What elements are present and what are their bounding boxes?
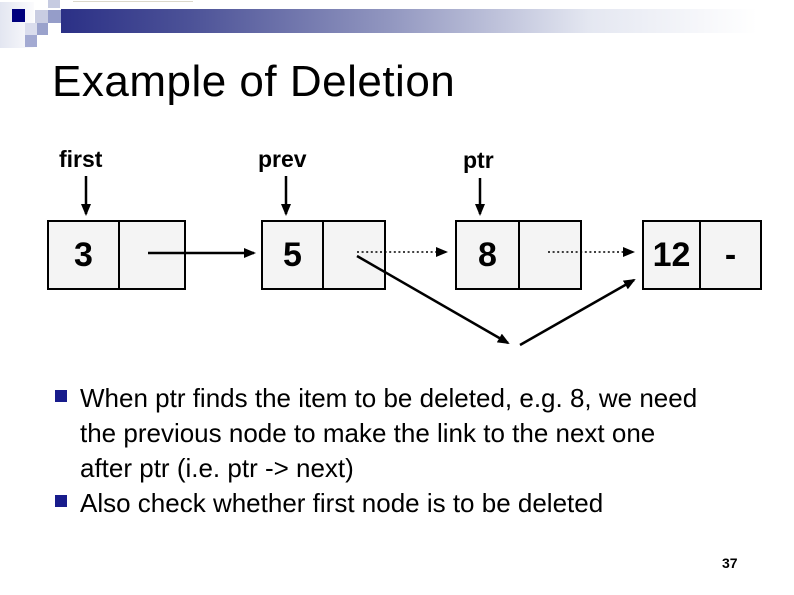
bullet-item: Also check whether first node is to be d…: [46, 486, 786, 521]
node-next-cell: [324, 222, 384, 288]
list-node-1: 3: [47, 220, 186, 290]
deco-square: [35, 10, 48, 23]
deco-square: [48, 10, 61, 23]
deco-square-navy: [12, 9, 25, 22]
list-node-4: 12 -: [642, 220, 762, 290]
node-next-cell: -: [724, 235, 737, 274]
deco-thin-line: [73, 1, 193, 2]
bullet-text: Also check whether first node is to be d…: [80, 488, 604, 518]
pointer-label-prev: prev: [258, 146, 307, 172]
bullet-list: When ptr finds the item to be deleted, e…: [46, 381, 786, 521]
node-next-cell: [520, 222, 580, 288]
deco-square: [48, 0, 60, 8]
page-number: 37: [722, 555, 738, 571]
node-next-cell: [120, 222, 184, 288]
node-data-cell: 8: [457, 222, 520, 288]
node-data-cell: 5: [263, 222, 324, 288]
node-data-cell: 12: [644, 222, 701, 288]
pointer-label-ptr: ptr: [463, 147, 494, 173]
list-node-2: 5: [261, 220, 386, 290]
bullet-square-icon: [55, 495, 67, 507]
bullet-text: When ptr finds the item to be deleted, e…: [80, 383, 698, 483]
deco-square: [25, 35, 37, 47]
bullet-item: When ptr finds the item to be deleted, e…: [46, 381, 786, 486]
bullet-square-icon: [55, 390, 67, 402]
header-gradient-bar: [61, 9, 794, 33]
list-node-3: 8: [455, 220, 582, 290]
deco-square: [37, 23, 48, 35]
slide-title: Example of Deletion: [52, 57, 456, 106]
deco-square: [25, 23, 37, 35]
pointer-label-first: first: [59, 146, 103, 172]
node-data-cell: 3: [49, 222, 120, 288]
